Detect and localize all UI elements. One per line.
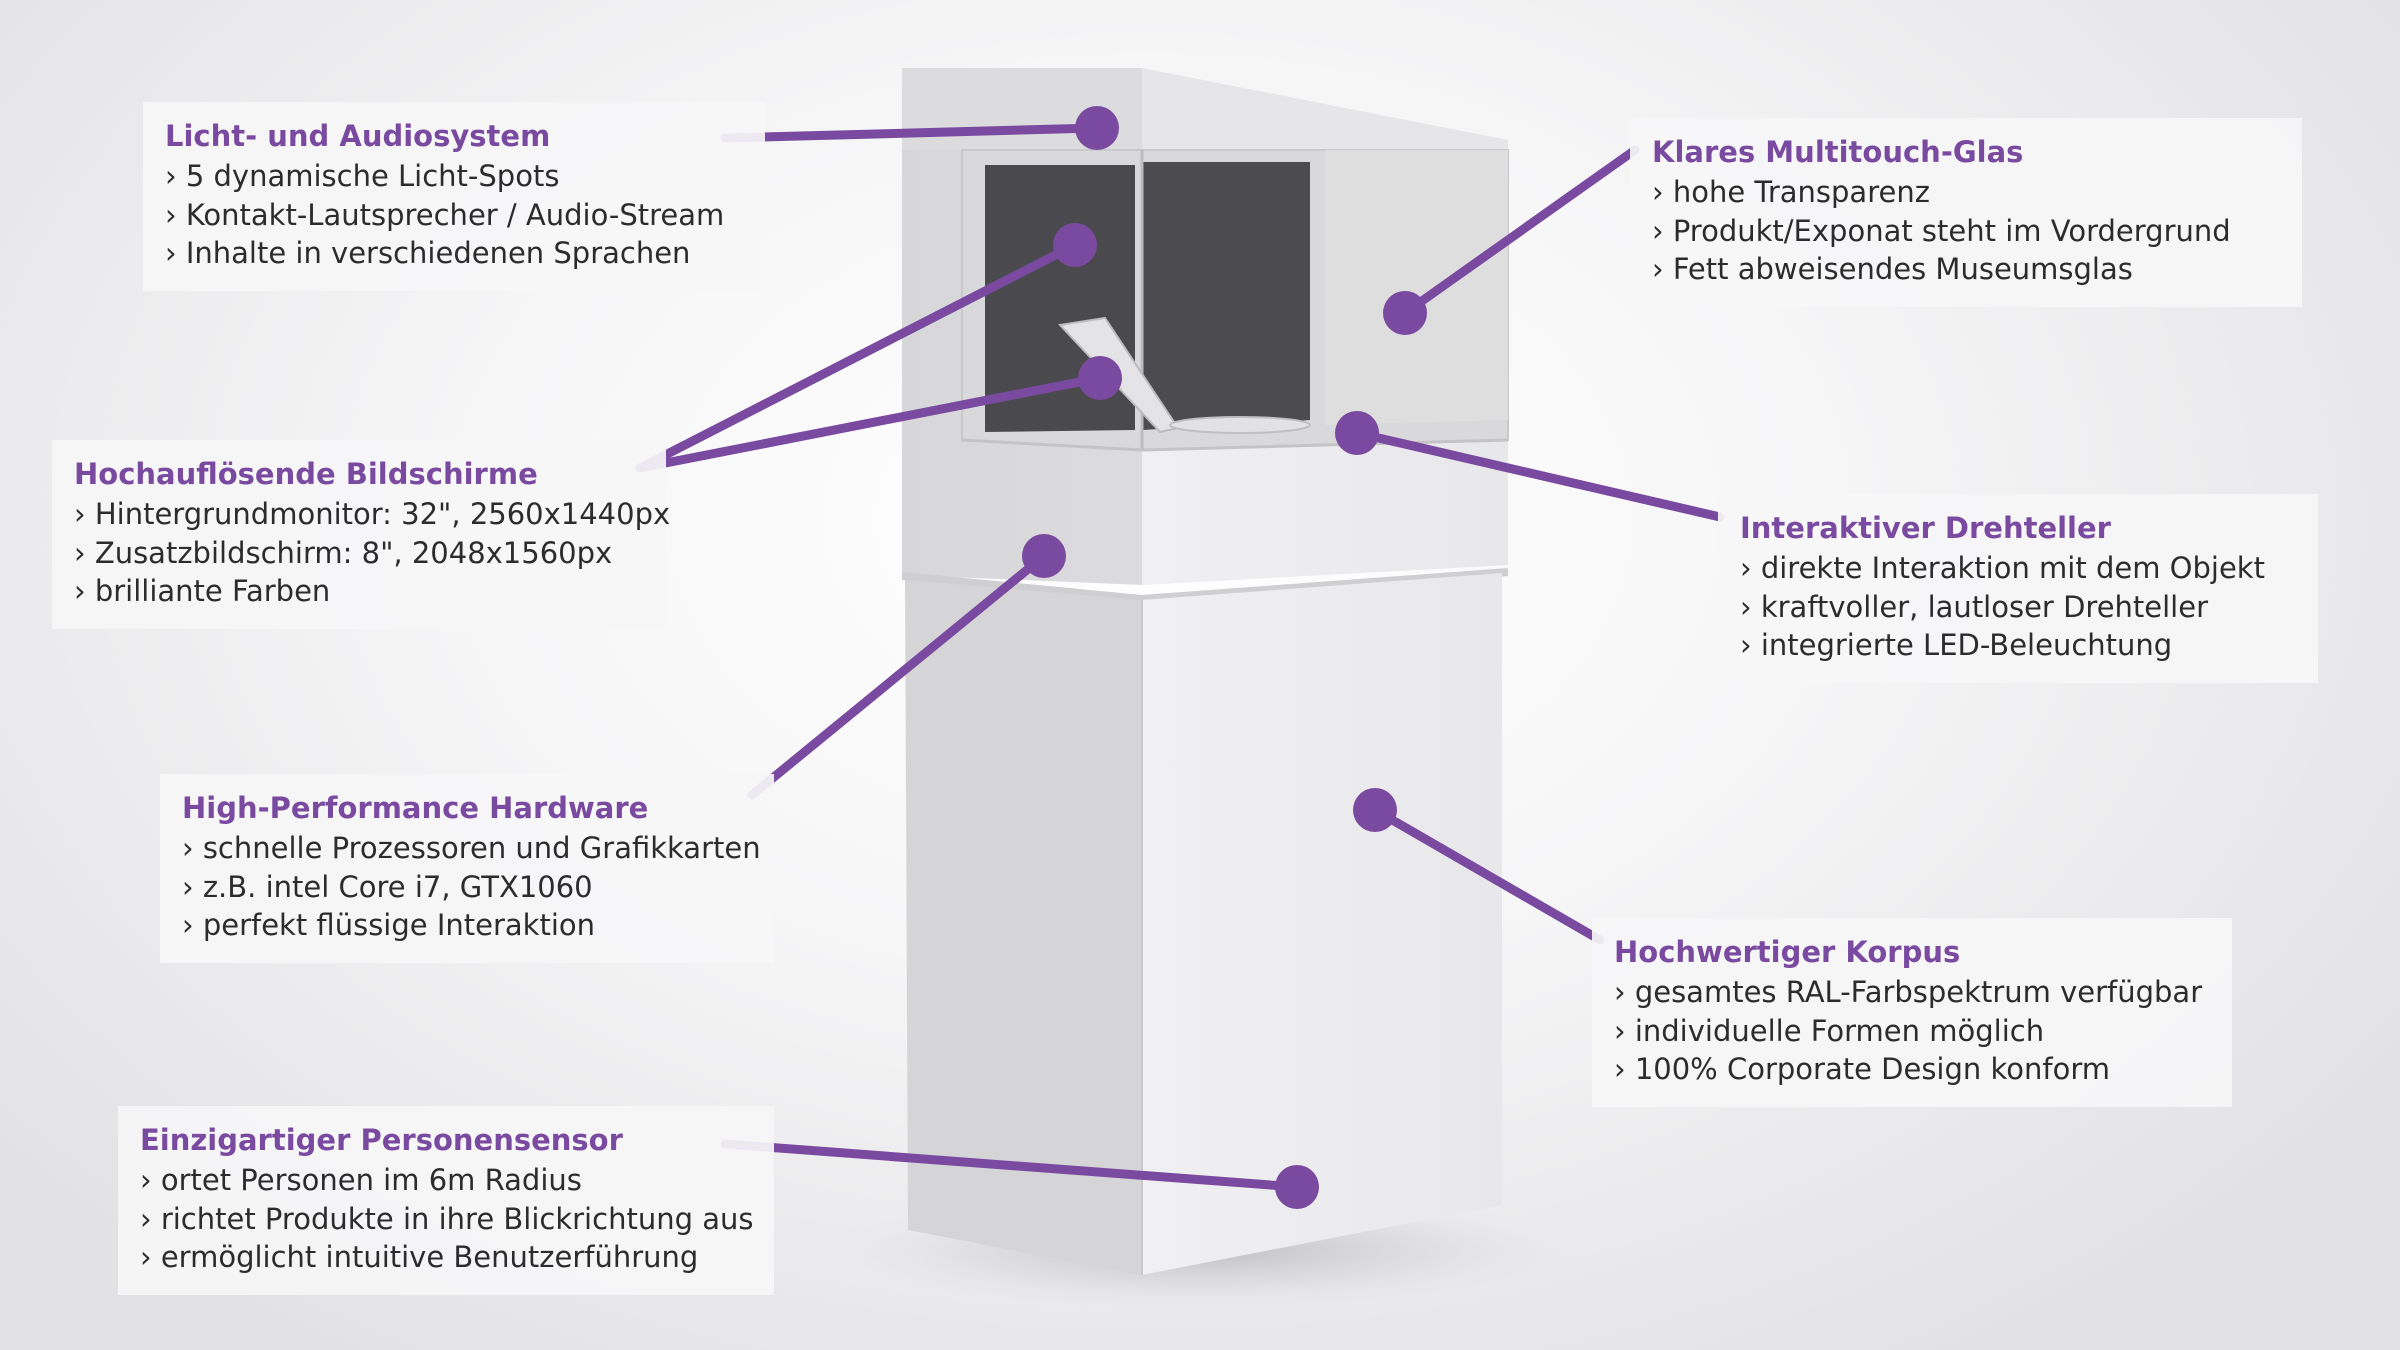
callout-body: Hochwertiger Korpus gesamtes RAL-Farbspe… xyxy=(1592,918,2232,1107)
callout-title: Einzigartiger Personensensor xyxy=(140,1123,623,1157)
callout-title: Hochwertiger Korpus xyxy=(1614,935,1961,969)
callout-turntable: Interaktiver Drehteller direkte Interakt… xyxy=(1718,494,2318,683)
leader-line-screens-1 xyxy=(635,240,1080,473)
callout-item: schnelle Prozessoren und Grafikkarten xyxy=(182,829,761,868)
callout-item: individuelle Formen möglich xyxy=(1614,1012,2210,1051)
dot-extra-screen xyxy=(1078,356,1122,400)
callout-hardware: High-Performance Hardware schnelle Proze… xyxy=(160,774,774,963)
dot-turntable xyxy=(1335,411,1379,455)
callout-item: richtet Produkte in ihre Blickrichtung a… xyxy=(140,1200,754,1239)
callout-list: Hintergrundmonitor: 32", 2560x1440px Zus… xyxy=(74,495,670,611)
dot-audio xyxy=(1075,106,1119,150)
callout-item: 5 dynamische Licht-Spots xyxy=(165,157,743,196)
callout-item: ortet Personen im 6m Radius xyxy=(140,1161,752,1200)
callout-list: hohe Transparenz Produkt/Exponat steht i… xyxy=(1652,173,2280,289)
callout-list: schnelle Prozessoren und Grafikkarten z.… xyxy=(182,829,761,945)
callout-item: direkte Interaktion mit dem Objekt xyxy=(1740,549,2296,588)
dot-sensor xyxy=(1275,1165,1319,1209)
callout-item: brilliante Farben xyxy=(74,572,644,611)
dot-background-monitor xyxy=(1053,223,1097,267)
callout-list: ortet Personen im 6m Radius richtet Prod… xyxy=(140,1161,754,1277)
callout-title: Interaktiver Drehteller xyxy=(1740,511,2111,545)
leader-lines xyxy=(635,123,1725,1192)
leader-line-glass xyxy=(1400,145,1640,318)
callout-item: z.B. intel Core i7, GTX1060 xyxy=(182,868,752,907)
callout-list: gesamtes RAL-Farbspektrum verfügbar indi… xyxy=(1614,973,2210,1089)
callout-item: Hintergrundmonitor: 32", 2560x1440px xyxy=(74,495,670,534)
callout-item: Inhalte in verschiedenen Sprachen xyxy=(165,234,743,273)
leader-line-turntable xyxy=(1352,428,1725,522)
dot-glass xyxy=(1383,291,1427,335)
callout-title: Licht- und Audiosystem xyxy=(165,119,551,153)
dot-hardware xyxy=(1022,534,1066,578)
leader-line-sensor xyxy=(720,1139,1302,1192)
kiosk-body xyxy=(902,68,1509,1275)
callout-multitouch-glass: Klares Multitouch-Glas hohe Transparenz … xyxy=(1630,118,2302,307)
callout-title: Klares Multitouch-Glas xyxy=(1652,135,2024,169)
callout-item: Kontakt-Lautsprecher / Audio-Stream xyxy=(165,196,743,235)
callout-title: High-Performance Hardware xyxy=(182,791,649,825)
callout-item: kraftvoller, lautloser Drehteller xyxy=(1740,588,2296,627)
callout-title: Hochauflösende Bildschirme xyxy=(74,457,538,491)
leader-line-body xyxy=(1370,805,1605,945)
leader-line-screens-2 xyxy=(635,373,1105,473)
callout-person-sensor: Einzigartiger Personensensor ortet Perso… xyxy=(118,1106,774,1295)
callout-item: gesamtes RAL-Farbspektrum verfügbar xyxy=(1614,973,2210,1012)
leader-line-hardware xyxy=(747,551,1049,800)
callout-list: 5 dynamische Licht-Spots Kontakt-Lautspr… xyxy=(165,157,743,273)
callout-audio-system: Licht- und Audiosystem 5 dynamische Lich… xyxy=(143,102,765,291)
callout-item: integrierte LED-Beleuchtung xyxy=(1740,626,2296,665)
callout-item: hohe Transparenz xyxy=(1652,173,2280,212)
callout-screens: Hochauflösende Bildschirme Hintergrundmo… xyxy=(52,440,670,629)
callout-item: perfekt flüssige Interaktion xyxy=(182,906,752,945)
callout-item: Produkt/Exponat steht im Vordergrund xyxy=(1652,212,2280,251)
leader-dots xyxy=(1022,106,1427,1209)
callout-item: 100% Corporate Design konform xyxy=(1614,1050,2210,1089)
callout-list: direkte Interaktion mit dem Objekt kraft… xyxy=(1740,549,2296,665)
callout-item: ermöglicht intuitive Benutzerführung xyxy=(140,1238,752,1277)
callout-item: Zusatzbildschirm: 8", 2048x1560px xyxy=(74,534,644,573)
leader-line-audio xyxy=(720,123,1102,143)
dot-body xyxy=(1353,788,1397,832)
callout-item: Fett abweisendes Museumsglas xyxy=(1652,250,2280,289)
